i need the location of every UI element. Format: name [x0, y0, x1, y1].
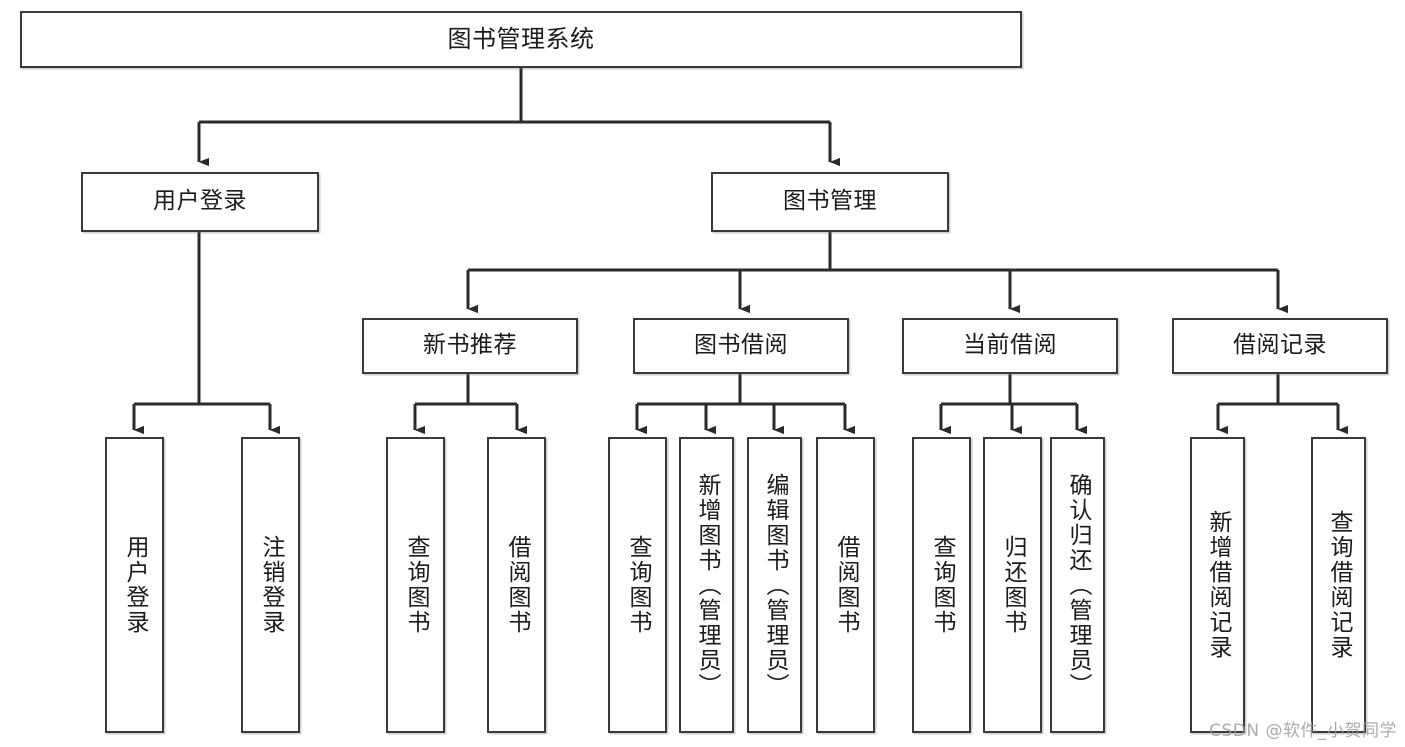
node-leaf-query-book-3-label: 查询图书	[929, 535, 955, 635]
node-book-manage-label: 图书管理	[783, 188, 877, 215]
node-leaf-user-login[interactable]: 用户登录	[105, 437, 164, 733]
node-leaf-logout-label: 注销登录	[258, 535, 284, 635]
node-book-borrow[interactable]: 图书借阅	[633, 318, 849, 374]
node-leaf-borrow-book-1[interactable]: 借阅图书	[487, 437, 546, 733]
node-leaf-query-book-2[interactable]: 查询图书	[608, 437, 667, 733]
node-leaf-add-book-label: 新增图书（管理员）	[694, 472, 720, 698]
node-leaf-query-book-1-label: 查询图书	[403, 535, 429, 635]
node-user-login[interactable]: 用户登录	[81, 172, 319, 232]
node-leaf-query-record[interactable]: 查询借阅记录	[1311, 437, 1366, 733]
node-leaf-confirm-return[interactable]: 确认归还（管理员）	[1050, 437, 1105, 733]
node-leaf-add-book[interactable]: 新增图书（管理员）	[679, 437, 734, 733]
node-book-manage[interactable]: 图书管理	[711, 172, 949, 232]
node-borrow-record-label: 借阅记录	[1233, 332, 1327, 359]
node-root[interactable]: 图书管理系统	[20, 11, 1022, 68]
node-leaf-add-record-label: 新增借阅记录	[1205, 510, 1231, 660]
node-leaf-edit-book-label: 编辑图书（管理员）	[762, 472, 788, 698]
node-borrow-record[interactable]: 借阅记录	[1172, 318, 1388, 374]
node-leaf-logout[interactable]: 注销登录	[241, 437, 300, 733]
node-leaf-borrow-book-2-label: 借阅图书	[833, 535, 859, 635]
node-book-borrow-label: 图书借阅	[694, 332, 788, 359]
node-leaf-query-record-label: 查询借阅记录	[1326, 510, 1352, 660]
node-current-borrow[interactable]: 当前借阅	[902, 318, 1118, 374]
node-leaf-query-book-2-label: 查询图书	[625, 535, 651, 635]
node-new-book-recommend[interactable]: 新书推荐	[362, 318, 578, 374]
node-leaf-borrow-book-2[interactable]: 借阅图书	[816, 437, 875, 733]
node-leaf-borrow-book-1-label: 借阅图书	[504, 535, 530, 635]
node-leaf-confirm-return-label: 确认归还（管理员）	[1065, 472, 1091, 698]
node-user-login-label: 用户登录	[153, 188, 247, 215]
node-leaf-add-record[interactable]: 新增借阅记录	[1190, 437, 1245, 733]
node-leaf-query-book-3[interactable]: 查询图书	[912, 437, 971, 733]
node-current-borrow-label: 当前借阅	[963, 332, 1057, 359]
node-leaf-return-book[interactable]: 归还图书	[983, 437, 1042, 733]
node-leaf-edit-book[interactable]: 编辑图书（管理员）	[747, 437, 802, 733]
node-leaf-return-book-label: 归还图书	[1000, 535, 1026, 635]
node-new-book-recommend-label: 新书推荐	[423, 332, 517, 359]
node-leaf-user-login-label: 用户登录	[122, 535, 148, 635]
node-leaf-query-book-1[interactable]: 查询图书	[386, 437, 445, 733]
node-root-label: 图书管理系统	[447, 25, 595, 54]
